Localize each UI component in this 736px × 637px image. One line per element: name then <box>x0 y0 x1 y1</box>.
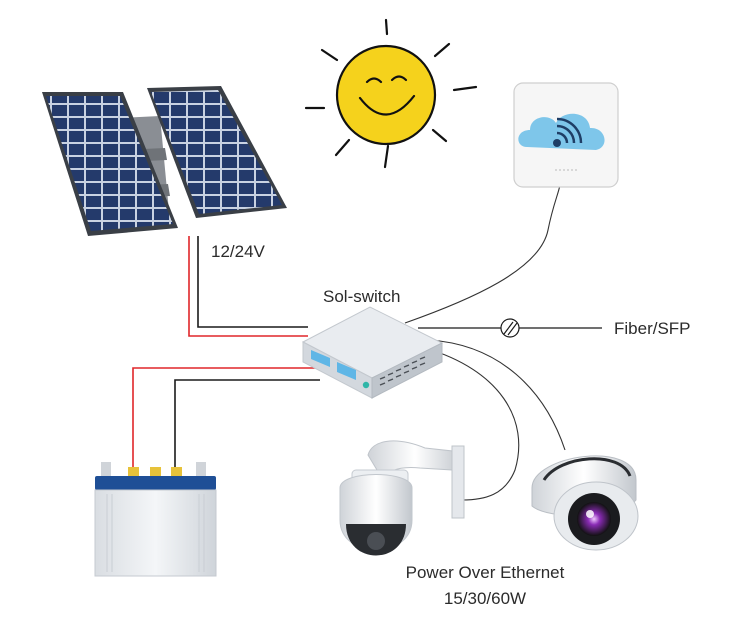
ap-link-cable <box>404 184 561 324</box>
battery-icon <box>94 462 217 577</box>
switch-icon <box>301 306 444 399</box>
battery-positive-wire <box>132 367 318 470</box>
ptz-camera-cable <box>424 347 520 501</box>
battery-negative-wire <box>174 379 320 470</box>
poe-label-line1: Power Over Ethernet <box>406 563 565 582</box>
cloud-wifi-icon <box>513 82 619 188</box>
sun-icon <box>304 18 478 169</box>
dome-camera-cable <box>429 339 566 451</box>
solar-panel-icon <box>42 86 287 236</box>
ptz-camera-icon <box>339 440 465 556</box>
fiber-break-icon <box>500 318 520 338</box>
switch-label: Sol-switch <box>323 287 400 306</box>
voltage-label: 12/24V <box>211 242 266 261</box>
panel-negative-wire <box>197 236 308 328</box>
panel-positive-wire <box>188 236 308 337</box>
uplink-label: Fiber/SFP <box>614 319 691 338</box>
dome-camera-icon <box>531 455 639 551</box>
poe-label-line2: 15/30/60W <box>444 589 526 608</box>
